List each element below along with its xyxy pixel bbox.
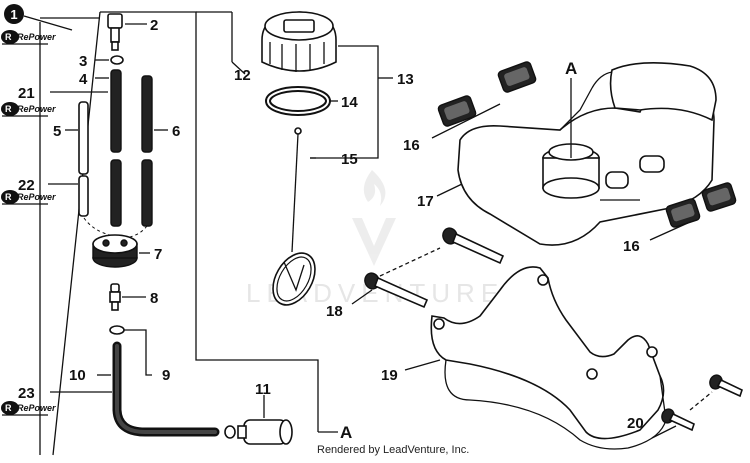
part-5-filter-tube (78, 101, 89, 175)
callout-18: 18 (326, 303, 343, 320)
callout-16-upper: 16 (403, 137, 420, 154)
part-3-washer (110, 55, 124, 65)
part-14-gasket (265, 86, 331, 116)
part-9-ring (109, 325, 125, 335)
part-19-mount-bracket (430, 266, 667, 450)
ref-marker-a: A (340, 423, 352, 442)
callout-19: 19 (381, 367, 398, 384)
callout-13: 13 (397, 71, 414, 88)
svg-text:RePower: RePower (17, 104, 56, 114)
callout-3: 3 (79, 53, 87, 70)
callout-7: 7 (154, 246, 162, 263)
callout-6: 6 (172, 123, 180, 140)
svg-text:RePower: RePower (17, 192, 56, 202)
callout-20: 20 (627, 415, 644, 432)
part-20-screw-lower (661, 408, 695, 432)
part-18-bolt-lower (364, 272, 429, 309)
callout-22: 22 (18, 177, 35, 194)
svg-text:R: R (5, 32, 12, 42)
part-20-screw-upper (709, 374, 743, 398)
callout-23: 23 (18, 385, 35, 402)
svg-text:RePower: RePower (17, 32, 56, 42)
svg-text:R: R (5, 104, 12, 114)
part-6-fuel-line (141, 75, 153, 227)
callout-15: 15 (341, 151, 358, 168)
part-17-fuel-tank (457, 62, 717, 246)
callout-16-lower: 16 (623, 238, 640, 255)
repower-badge: R RePower (1, 30, 56, 45)
callout-17: 17 (417, 193, 434, 210)
part-4-fuel-line (110, 69, 122, 227)
callout-12: 12 (234, 67, 251, 84)
callout-8: 8 (150, 290, 158, 307)
part-18-bolt-upper (442, 227, 505, 265)
callout-9: 9 (162, 367, 170, 384)
svg-text:R: R (5, 403, 12, 413)
part-13-fuel-cap (261, 11, 337, 72)
callout-1: 1 (4, 4, 73, 31)
part-7-grommet (92, 234, 138, 268)
svg-text:R: R (5, 192, 12, 202)
callout-10: 10 (69, 367, 86, 384)
repower-badge: R RePower (1, 401, 56, 416)
part-16-pads-lower (665, 182, 737, 228)
render-credit: Rendered by LeadVenture, Inc. (317, 444, 470, 456)
part-11-fuel-filter (224, 419, 293, 445)
watermark-logo (352, 170, 396, 266)
callout-21: 21 (18, 85, 35, 102)
group-bracket-1 (39, 11, 338, 456)
repower-badge: R RePower (1, 102, 56, 117)
callout-2: 2 (150, 17, 158, 34)
callout-11: 11 (255, 381, 271, 398)
callout-14: 14 (341, 94, 358, 111)
svg-text:1: 1 (10, 7, 17, 22)
callout-5: 5 (53, 123, 61, 140)
part-2-fitting (107, 13, 123, 51)
ref-marker-a-tank: A (565, 59, 577, 78)
svg-text:RePower: RePower (17, 403, 56, 413)
repower-badge: R RePower (1, 190, 56, 205)
callout-4: 4 (79, 71, 88, 88)
part-10-fuel-line (112, 341, 220, 437)
part-15-tether (272, 127, 316, 306)
part-22-filter-tube (78, 175, 89, 217)
part-16-pads-upper (437, 61, 537, 127)
part-8-fitting (109, 283, 121, 311)
